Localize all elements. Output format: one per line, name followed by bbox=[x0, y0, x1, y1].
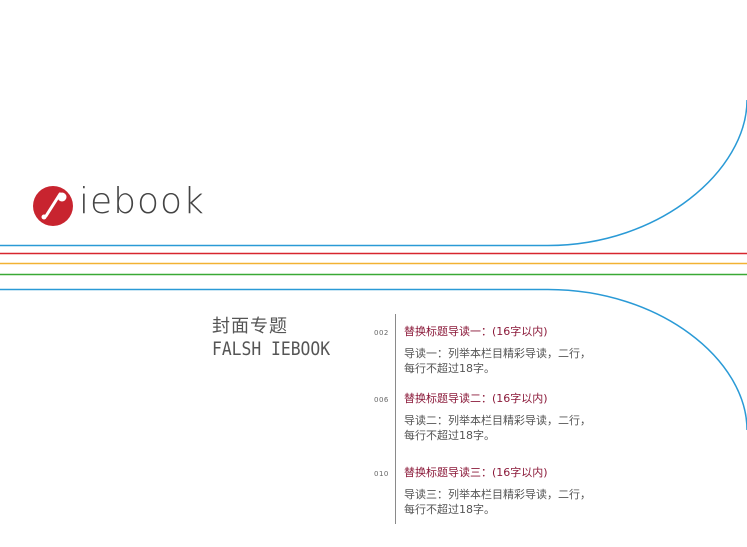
toc-divider bbox=[395, 314, 396, 524]
toc-description-line: 导读一：列举本栏目精彩导读，二行， bbox=[404, 347, 591, 360]
toc-description-line: 每行不超过18字。 bbox=[404, 362, 495, 375]
toc-description: 导读三：列举本栏目精彩导读，二行， 每行不超过18字。 bbox=[404, 487, 591, 517]
iebook-logo: iebook bbox=[32, 181, 232, 231]
toc-page-number: 006 bbox=[374, 396, 389, 404]
cover-title-chinese: 封面专题 bbox=[212, 316, 288, 337]
toc-heading[interactable]: 替换标题导读二：(16字以内) bbox=[404, 392, 548, 405]
toc-heading[interactable]: 替换标题导读一：(16字以内) bbox=[404, 325, 548, 338]
toc-description-line: 每行不超过18字。 bbox=[404, 429, 495, 442]
cover-title-block: 封面专题 FALSH IEBOOK bbox=[212, 316, 362, 360]
blue-curve-top bbox=[0, 99, 747, 247]
toc-description-line: 每行不超过18字。 bbox=[404, 503, 495, 516]
toc-description-line: 导读三：列举本栏目精彩导读，二行， bbox=[404, 488, 591, 501]
toc-page-number: 002 bbox=[374, 329, 389, 337]
toc-description-line: 导读二：列举本栏目精彩导读，二行， bbox=[404, 414, 591, 427]
toc-heading[interactable]: 替换标题导读三：(16字以内) bbox=[404, 466, 548, 479]
logo-mark-icon bbox=[33, 186, 73, 226]
toc-description: 导读二：列举本栏目精彩导读，二行， 每行不超过18字。 bbox=[404, 413, 591, 443]
logo-wordmark: iebook bbox=[79, 181, 205, 222]
toc-page-number: 010 bbox=[374, 470, 389, 478]
toc-description: 导读一：列举本栏目精彩导读，二行， 每行不超过18字。 bbox=[404, 346, 591, 376]
blue-curve-bottom bbox=[0, 288, 747, 431]
cover-title-english: FALSH IEBOOK bbox=[212, 338, 331, 360]
